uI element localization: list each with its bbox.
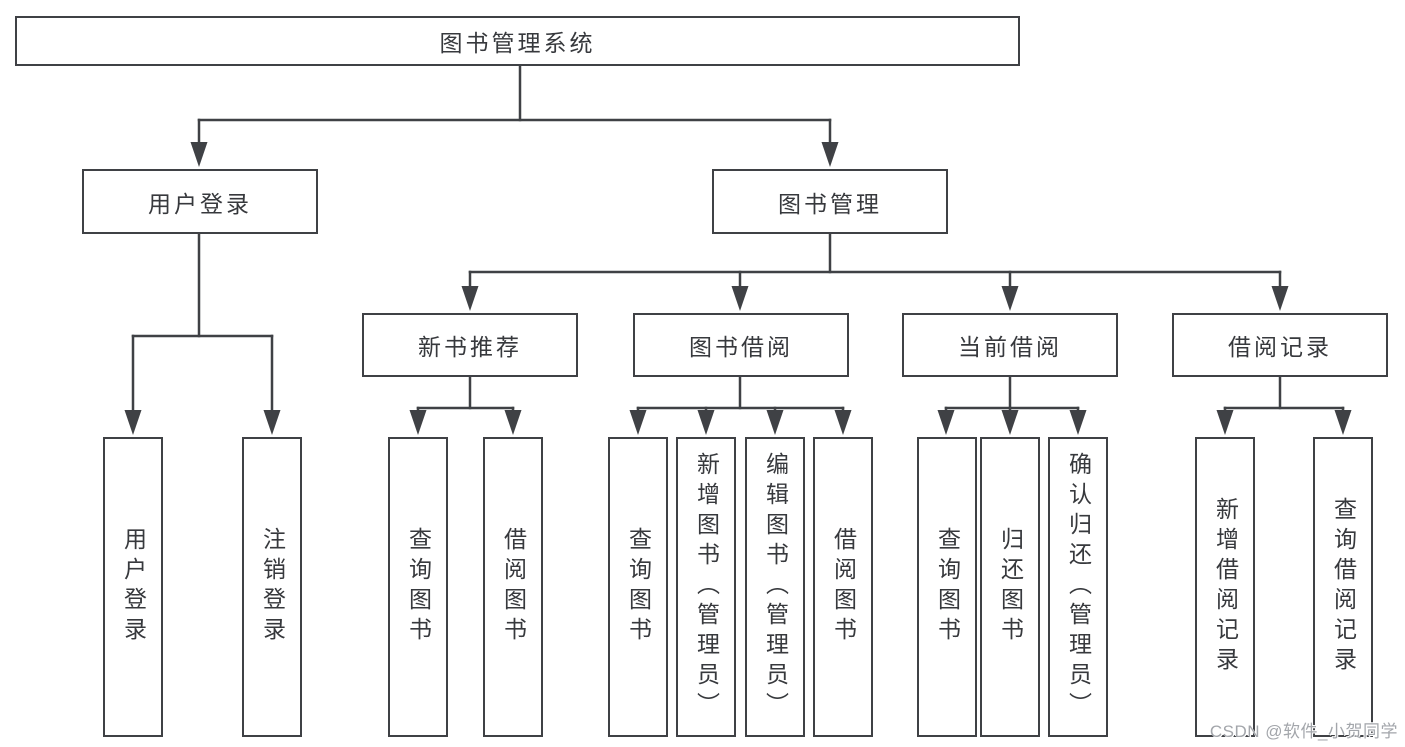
leaf-cb-confirm-return-admin-label: 确认归还（管理员） [1065,452,1092,722]
leaf-bb-edit-book-admin: 编辑图书（管理员） [745,437,805,737]
leaf-user-login: 用户登录 [103,437,163,737]
node-book-management: 图书管理 [712,169,948,234]
node-root: 图书管理系统 [15,16,1020,66]
leaf-logout-label: 注销登录 [259,527,286,647]
node-root-label: 图书管理系统 [439,30,596,56]
leaf-br-add-record-label: 新增借阅记录 [1212,497,1239,677]
leaf-bb-borrow-book: 借阅图书 [813,437,873,737]
leaf-br-query-record: 查询借阅记录 [1313,437,1373,737]
leaf-nbr-query-book-label: 查询图书 [405,527,432,647]
leaf-user-login-label: 用户登录 [120,527,147,647]
leaf-bb-add-book-admin: 新增图书（管理员） [676,437,736,737]
leaf-cb-return-book-label: 归还图书 [997,527,1024,647]
leaf-bb-query-book: 查询图书 [608,437,668,737]
leaf-cb-query-book-label: 查询图书 [934,527,961,647]
node-book-borrow-label: 图书借阅 [689,334,793,360]
leaf-nbr-borrow-book: 借阅图书 [483,437,543,737]
arrowheads [124,142,1352,435]
leaf-cb-confirm-return-admin: 确认归还（管理员） [1048,437,1108,737]
leaf-br-query-record-label: 查询借阅记录 [1330,497,1357,677]
leaf-cb-return-book: 归还图书 [980,437,1040,737]
leaf-nbr-query-book: 查询图书 [388,437,448,737]
node-new-book-recommend-label: 新书推荐 [418,334,522,360]
node-current-borrow: 当前借阅 [902,313,1118,377]
node-book-management-label: 图书管理 [778,190,882,217]
leaf-bb-add-book-admin-label: 新增图书（管理员） [693,452,720,722]
leaf-nbr-borrow-book-label: 借阅图书 [500,527,527,647]
leaf-bb-edit-book-admin-label: 编辑图书（管理员） [762,452,789,722]
leaf-logout: 注销登录 [242,437,302,737]
node-user-login: 用户登录 [82,169,318,234]
node-new-book-recommend: 新书推荐 [362,313,578,377]
leaf-bb-query-book-label: 查询图书 [625,527,652,647]
leaf-cb-query-book: 查询图书 [917,437,977,737]
leaf-br-add-record: 新增借阅记录 [1195,437,1255,737]
node-current-borrow-label: 当前借阅 [958,334,1062,360]
node-user-login-label: 用户登录 [148,190,252,217]
node-borrow-records: 借阅记录 [1172,313,1388,377]
node-borrow-records-label: 借阅记录 [1228,334,1332,360]
watermark-text: CSDN @软件_小贺同学 [1209,722,1398,741]
node-book-borrow: 图书借阅 [633,313,849,377]
leaf-bb-borrow-book-label: 借阅图书 [830,527,857,647]
